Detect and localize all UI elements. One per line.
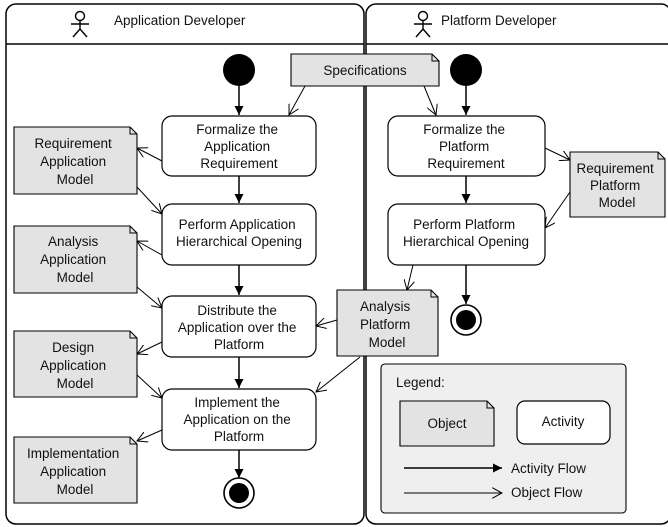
object-requirement-platform-model: Requirement Platform Model	[569, 151, 666, 218]
object-implementation-application-model: Implementation Application Model	[13, 436, 138, 504]
object-label: Design	[52, 340, 94, 355]
object-flow	[545, 191, 571, 228]
object-flow	[137, 241, 163, 256]
object-label: Model	[57, 482, 94, 497]
object-analysis-application-model: Analysis Application Model	[13, 225, 138, 294]
svg-text:Requirement Application: Requirement Application Model	[34, 136, 115, 187]
activity-label: Hierarchical Opening	[403, 234, 529, 249]
svg-text:Formalize the Platform: Formalize the Platform Requirement	[423, 122, 509, 171]
svg-text:Perform Platform Hierarc: Perform Platform Hierarchical Opening	[403, 217, 529, 249]
svg-text:Implementation Applicati: Implementation Application Model	[27, 446, 123, 497]
object-flow	[407, 264, 413, 290]
activity-label: Platform	[439, 139, 489, 154]
object-label: Platform	[360, 317, 410, 332]
object-flow	[423, 85, 436, 115]
svg-text:Design Application: Design Application Model	[40, 340, 110, 391]
object-label: Model	[57, 376, 94, 391]
activity-label: Platform	[214, 337, 264, 352]
object-flows	[136, 85, 571, 441]
lane-title-platform-developer: Platform Developer	[441, 13, 557, 28]
object-label: Platform	[590, 178, 640, 193]
object-label: Requirement	[34, 136, 112, 151]
activity-distribute-application: Distribute the Application over the Plat…	[161, 295, 317, 358]
activity-perform-platform-hierarchical-opening: Perform Platform Hierarchical Opening	[387, 203, 546, 266]
object-design-application-model: Design Application Model	[13, 330, 138, 398]
legend-object: Object	[399, 400, 495, 447]
activity-label: Application	[204, 139, 270, 154]
final-node	[223, 477, 255, 509]
activity-label: Perform Application	[179, 217, 296, 232]
final-node	[450, 304, 482, 336]
legend-object-label: Object	[427, 416, 466, 431]
svg-text:Analysis Platform: Analysis Platform Model	[360, 299, 414, 350]
object-label: Application	[40, 358, 106, 373]
activity-label: Platform	[214, 429, 264, 444]
object-flow	[136, 186, 162, 214]
activity-implement-application: Implement the Application on the Platfor…	[161, 388, 317, 451]
object-analysis-platform-model: Analysis Platform Model	[336, 289, 439, 357]
activity-formalize-platform-requirement: Formalize the Platform Requirement	[387, 115, 546, 177]
initial-node	[450, 54, 482, 86]
activity-perform-application-hierarchical-opening: Perform Application Hierarchical Opening	[161, 203, 317, 266]
object-flow	[316, 356, 361, 392]
svg-text:Distribute the Applicati: Distribute the Application over the Plat…	[178, 303, 300, 352]
object-flow	[137, 341, 163, 354]
activity-label: Requirement	[200, 156, 278, 171]
actor-icon	[414, 10, 432, 38]
activity-flows	[234, 86, 471, 478]
svg-text:Perform Application Hier: Perform Application Hierarchical Opening	[176, 217, 302, 249]
activity-label: Requirement	[427, 156, 505, 171]
legend-activity-label: Activity	[542, 414, 585, 429]
object-label: Specifications	[323, 63, 407, 78]
activity-label: Hierarchical Opening	[176, 234, 302, 249]
object-label: Analysis	[48, 234, 99, 249]
object-label: Application	[40, 154, 106, 169]
object-flow	[136, 374, 162, 398]
legend: Legend: Object Activity Activity Flow Ob…	[380, 363, 627, 514]
svg-text:Specifications: Specifications	[323, 63, 407, 78]
svg-text:Requirement Platform: Requirement Platform Model	[576, 161, 657, 210]
activity-label: Application over the	[178, 320, 297, 335]
object-label: Model	[599, 195, 636, 210]
activity-label: Perform Platform	[413, 217, 515, 232]
legend-title: Legend:	[396, 375, 445, 390]
legend-activity: Activity	[516, 400, 611, 445]
activity-label: Distribute the	[197, 303, 277, 318]
legend-object-flow-label: Object Flow	[511, 485, 583, 500]
object-label: Application	[40, 252, 106, 267]
svg-text:Formalize the Applicatio: Formalize the Application Requirement	[196, 122, 282, 171]
object-label: Model	[57, 172, 94, 187]
activity-label: Implement the	[194, 395, 280, 410]
object-label: Analysis	[360, 299, 411, 314]
object-specifications: Specifications	[290, 53, 440, 87]
lane-title-application-developer: Application Developer	[114, 13, 246, 28]
activity-formalize-application-requirement: Formalize the Application Requirement	[161, 115, 317, 177]
object-label: Application	[40, 464, 106, 479]
object-requirement-application-model: Requirement Application Model	[13, 126, 138, 195]
object-label: Implementation	[27, 446, 119, 461]
object-flow	[316, 320, 338, 326]
activity-label: Formalize the	[196, 122, 278, 137]
actor-icon	[71, 10, 89, 38]
object-flow	[137, 148, 163, 162]
object-label: Model	[369, 335, 406, 350]
object-label: Requirement	[576, 161, 654, 176]
activity-label: Application on the	[183, 412, 290, 427]
svg-text:Implement the Applicatio: Implement the Application on the Platfor…	[183, 395, 294, 444]
activity-label: Formalize the	[423, 122, 505, 137]
object-flow	[136, 286, 162, 308]
object-label: Model	[57, 270, 94, 285]
object-flow	[289, 85, 306, 115]
legend-activity-flow-label: Activity Flow	[511, 461, 586, 476]
svg-text:Analysis Application: Analysis Application Model	[40, 234, 110, 285]
initial-node	[223, 54, 255, 86]
object-flow	[137, 429, 163, 441]
object-flow	[544, 147, 570, 160]
